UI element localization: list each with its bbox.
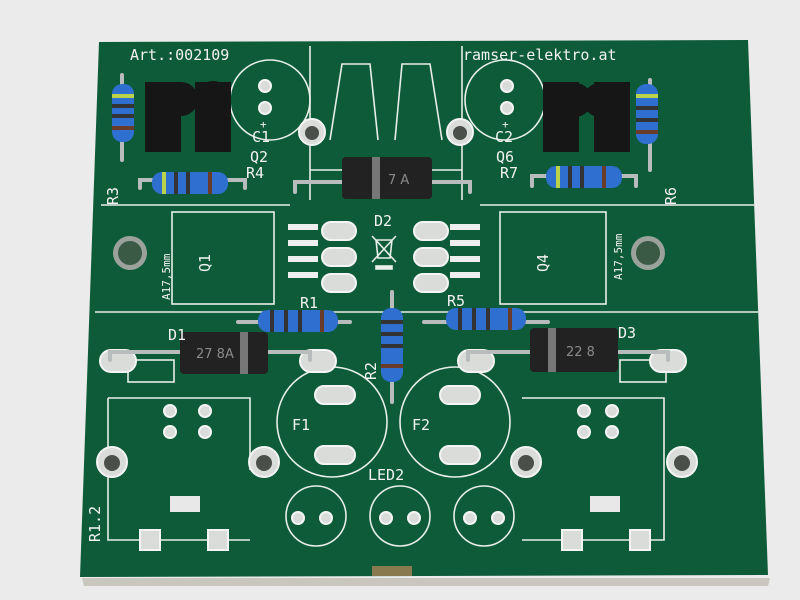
svg-text:F1: F1 — [292, 416, 310, 434]
diode-d1: 27 8A — [180, 332, 268, 374]
board-edge-notch — [372, 566, 412, 576]
board-edge — [82, 578, 770, 586]
svg-text:D2: D2 — [374, 212, 392, 230]
svg-text:R6: R6 — [662, 187, 680, 205]
svg-text:27 8A: 27 8A — [196, 347, 234, 362]
resistor-r7 — [546, 166, 622, 188]
svg-text:C2: C2 — [495, 128, 513, 146]
svg-text:D3: D3 — [618, 324, 636, 342]
svg-text:R7: R7 — [500, 164, 518, 182]
svg-text:+: + — [260, 118, 267, 131]
article-number: Art.:002109 — [130, 46, 229, 64]
svg-text:LED2: LED2 — [368, 466, 404, 484]
svg-text:7 A: 7 A — [388, 173, 409, 188]
svg-text:A17,5mm: A17,5mm — [160, 253, 173, 300]
svg-text:R4: R4 — [246, 164, 264, 182]
svg-text:C1: C1 — [252, 128, 270, 146]
transistors — [145, 81, 630, 152]
svg-text:+: + — [502, 118, 509, 131]
diode-d3: 22 8 — [530, 328, 618, 372]
resistor-r3 — [112, 84, 134, 142]
svg-text:R1: R1 — [300, 294, 318, 312]
resistor-r2 — [381, 308, 403, 382]
website: ramser-elektro.at — [463, 46, 617, 64]
svg-text:A17,5mm: A17,5mm — [612, 233, 625, 280]
svg-text:R5: R5 — [447, 292, 465, 310]
resistors — [112, 84, 658, 382]
weee-bin-icon — [371, 235, 397, 270]
resistor-r6 — [636, 84, 658, 144]
svg-text:F2: F2 — [412, 416, 430, 434]
svg-text:R2: R2 — [362, 362, 380, 380]
diode-d2: 7 A — [342, 157, 432, 199]
svg-text:Q4: Q4 — [534, 254, 552, 272]
mounting-holes — [96, 118, 698, 478]
resistor-r4 — [152, 172, 228, 194]
svg-text:Q1: Q1 — [196, 254, 214, 272]
svg-text:Q6: Q6 — [496, 148, 514, 166]
through-hole-pads — [99, 79, 687, 551]
svg-text:R1.2: R1.2 — [86, 506, 104, 542]
svg-text:D1: D1 — [168, 326, 186, 344]
resistor-r1 — [258, 310, 338, 332]
svg-text:R3: R3 — [104, 187, 122, 205]
svg-text:22 8: 22 8 — [566, 345, 595, 360]
svg-text:Q2: Q2 — [250, 148, 268, 166]
resistor-r5 — [446, 308, 526, 330]
silkscreen-text: Art.:002109 ramser-elektro.at + + C1 C2 … — [86, 46, 680, 542]
